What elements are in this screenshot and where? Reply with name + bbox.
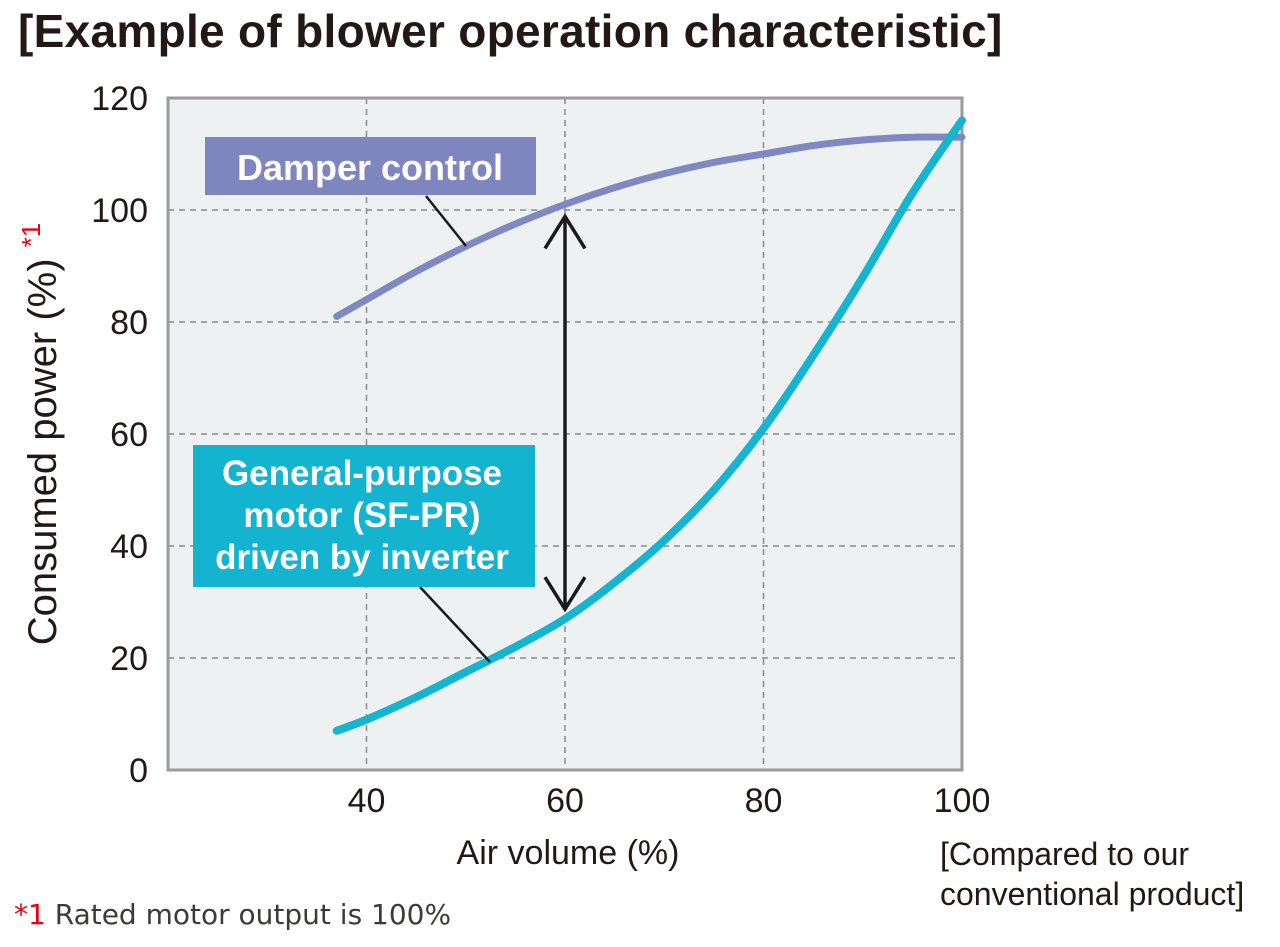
damper-label-text: Damper control [237, 147, 503, 188]
inverter-label-line-3: driven by inverter [215, 538, 509, 577]
inverter-label-line-2: motor (SF-PR) [243, 496, 480, 535]
plot-frame [166, 96, 964, 772]
comparison-note: [Compared to our conventional product] [940, 834, 1244, 914]
chart-title: [Example of blower operation characteris… [18, 5, 1003, 57]
footnote: *1 Rated motor output is 100% [14, 898, 451, 931]
comparison-note-line1: [Compared to our [940, 836, 1190, 872]
series-line-inverter [332, 116, 966, 735]
series-line-damper-control [333, 133, 966, 320]
damper-label-box [205, 137, 536, 195]
difference-arrow-head-top [543, 213, 587, 250]
x-tick-label-80: 80 [745, 782, 783, 820]
comparison-note-line2: conventional product] [940, 876, 1245, 912]
inverter-label-leader [419, 586, 491, 663]
difference-arrow-head-bottom [543, 576, 587, 613]
footnote-mark: *1 [14, 898, 46, 931]
inverter-label-line-1: General-purpose [222, 454, 502, 493]
damper-label-leader [425, 195, 467, 247]
y-tick-label-120: 120 [91, 80, 148, 118]
y-tick-label-60: 60 [110, 416, 148, 454]
series-lines [332, 116, 966, 735]
svg-text:Consumed power (%) *1: Consumed power (%) *1 [16, 223, 65, 646]
x-tick-label-60: 60 [546, 782, 584, 820]
x-axis-label: Air volume (%) [457, 834, 680, 872]
x-tick-label-40: 40 [348, 782, 386, 820]
y-tick-label-40: 40 [110, 528, 148, 566]
y-axis-title: Consumed power (%) *1 [16, 223, 65, 646]
axes [166, 96, 964, 772]
y-axis-footnote-mark: *1 [16, 223, 46, 248]
footnote-text: Rated motor output is 100% [45, 898, 452, 931]
tick-labels: 0 20 40 60 80 100 120 40 60 80 100 [91, 80, 990, 820]
y-tick-label-80: 80 [110, 304, 148, 342]
inverter-label-box [193, 445, 535, 587]
y-tick-label-20: 20 [110, 640, 148, 678]
x-tick-label-100: 100 [934, 782, 991, 820]
y-tick-label-100: 100 [91, 192, 148, 230]
y-axis-label: Consumed power (%) [21, 258, 65, 645]
y-tick-label-0: 0 [129, 752, 148, 790]
